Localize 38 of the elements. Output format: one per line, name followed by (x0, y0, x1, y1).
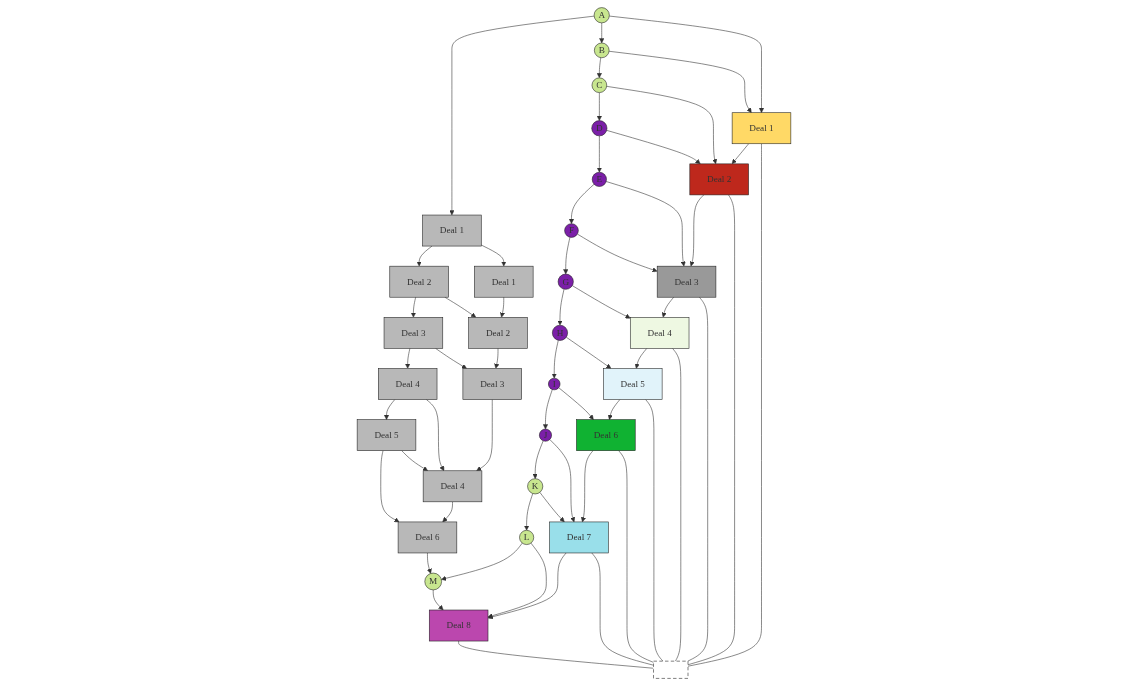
connector (457, 640, 654, 669)
node-box: Deal 6 (575, 419, 635, 451)
connector (671, 348, 681, 662)
node-box: Deal 4 (629, 317, 689, 349)
node-circle: D (590, 120, 607, 137)
node-box: Deal 1 (421, 214, 482, 247)
node-box: Deal 3 (383, 317, 443, 349)
node-circle: C (591, 77, 607, 93)
node-curve (652, 660, 688, 679)
node-box: Deal 3 (656, 265, 716, 298)
node-box: Deal 6 (397, 521, 457, 554)
node-box: Deal 1 (731, 112, 791, 145)
connector (591, 552, 654, 666)
connector (644, 399, 663, 662)
node-box: Deal 8 (428, 609, 488, 642)
node-circle: J (538, 428, 552, 442)
node-circle: K (526, 478, 543, 495)
connector (617, 450, 654, 663)
node-circle: G (557, 273, 574, 290)
node-box: Deal 2 (389, 265, 449, 298)
node-box: Deal 4 (377, 368, 437, 400)
node-box: Deal 2 (467, 317, 528, 349)
node-circle: I (547, 377, 560, 391)
node-circle: A (593, 7, 610, 24)
node-circle: M (424, 572, 442, 591)
node-circle: E (591, 172, 607, 187)
node-circle: L (518, 530, 534, 545)
node-box: Deal 2 (689, 163, 749, 196)
node-box: Deal 3 (462, 368, 522, 400)
node-circle: F (563, 223, 579, 238)
node-circle: H (551, 324, 568, 341)
connector (687, 296, 708, 662)
node-box: Deal 5 (602, 368, 662, 400)
node-box: Deal 4 (422, 470, 482, 503)
node-box: Deal 1 (473, 265, 533, 298)
node-box: Deal 5 (356, 419, 416, 451)
node-box: Deal 7 (548, 521, 609, 554)
node-circle: B (593, 42, 609, 59)
